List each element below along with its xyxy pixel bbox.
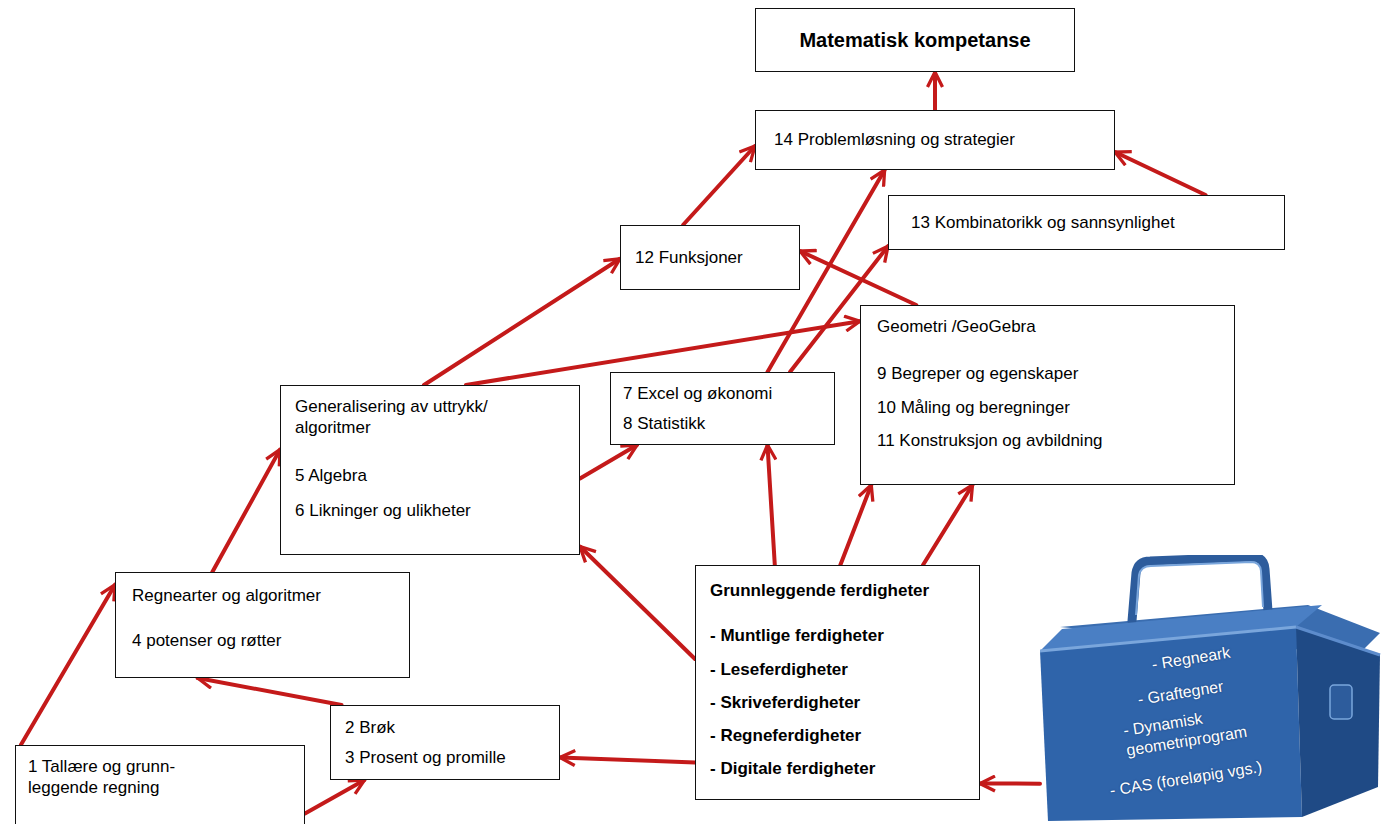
box-heading: Geometri /GeoGebra (877, 316, 1036, 337)
box-heading: 12 Funksjoner (635, 247, 743, 268)
box-item: - Skriveferdigheter (710, 692, 860, 713)
arrow-connector (683, 146, 755, 225)
box-heading: Matematisk kompetanse (799, 28, 1030, 53)
toolbox-handle-highlight (1136, 562, 1263, 615)
arrow-connector (840, 485, 871, 565)
box-item: - Leseferdigheter (710, 659, 848, 680)
box-item: 3 Prosent og promille (345, 747, 506, 768)
box-item: 9 Begreper og egenskaper (877, 363, 1078, 384)
tool-label: - CAS (foreløpig vgs.) (1108, 757, 1263, 801)
box-item: - Digitale ferdigheter (710, 758, 875, 779)
arrow-connector (768, 445, 775, 565)
topic-box: 14 Problemløsning og strategier (755, 110, 1115, 170)
topic-box: Grunnleggende ferdigheter - Muntlige ferd… (695, 565, 980, 800)
arrow-connector (212, 450, 280, 572)
topic-box: 7 Excel og økonomi 8 Statistikk (610, 372, 835, 445)
arrow-connector (305, 780, 365, 813)
topic-box: Geometri /GeoGebra 9 Begreper og egenskap… (860, 305, 1235, 485)
box-item: 6 Likninger og ulikheter (295, 500, 471, 521)
arrow-connector (800, 251, 916, 305)
toolbox-latch (1330, 685, 1352, 719)
arrow-connector (933, 72, 937, 110)
arrow-connector (560, 758, 695, 763)
topic-box: 13 Kombinatorikk og sannsynlighet (888, 195, 1285, 250)
arrow-connector (21, 585, 115, 745)
box-heading: 13 Kombinatorikk og sannsynlighet (911, 212, 1175, 233)
box-heading: 1 Tallære og grunn- leggende regning (28, 756, 203, 799)
topic-box: 12 Funksjoner (620, 225, 800, 290)
box-heading: Grunnleggende ferdigheter (710, 580, 929, 601)
arrow-connector (580, 445, 637, 479)
box-item: 11 Konstruksjon og avbildning (877, 430, 1103, 451)
box-item: - Muntlige ferdigheter (710, 625, 884, 646)
box-heading: Regnearter og algoritmer (132, 585, 321, 606)
box-item: 10 Måling og beregninger (877, 397, 1070, 418)
toolbox-handle (1132, 557, 1268, 621)
topic-box: Regnearter og algoritmer 4 potenser og rø… (115, 572, 410, 678)
toolbox-node: - Regneark- Graftegner- Dynamisk geometr… (1040, 555, 1382, 824)
box-item: 8 Statistikk (623, 413, 705, 434)
toolbox-front (1040, 627, 1302, 821)
arrow-connector (580, 547, 695, 660)
box-heading: 2 Brøk (345, 717, 395, 738)
box-heading: 7 Excel og økonomi (623, 383, 772, 404)
tool-label: - Regneark (1150, 643, 1231, 675)
box-heading: 14 Problemløsning og strategier (774, 129, 1015, 150)
toolbox-rim (1296, 627, 1380, 655)
box-item: 4 potenser og røtter (132, 630, 281, 651)
box-item: - Regneferdigheter (710, 725, 861, 746)
arrow-connector (1115, 152, 1206, 195)
topic-box: Generalisering av uttrykk/ algoritmer 5 A… (280, 385, 580, 555)
box-item: 5 Algebra (295, 465, 367, 486)
topic-box: 1 Tallære og grunn- leggende regning (15, 745, 305, 824)
arrow-connector (980, 782, 1040, 786)
topic-box: Matematisk kompetanse (755, 8, 1075, 72)
arrow-connector (923, 485, 973, 565)
arrow-connector (198, 678, 342, 705)
tool-label: - Graftegner (1136, 677, 1224, 710)
topic-box: 2 Brøk 3 Prosent og promille (330, 705, 560, 780)
toolbox-side (1296, 627, 1380, 817)
toolbox-rim (1040, 627, 1296, 651)
box-heading: Generalisering av uttrykk/ algoritmer (295, 396, 545, 439)
